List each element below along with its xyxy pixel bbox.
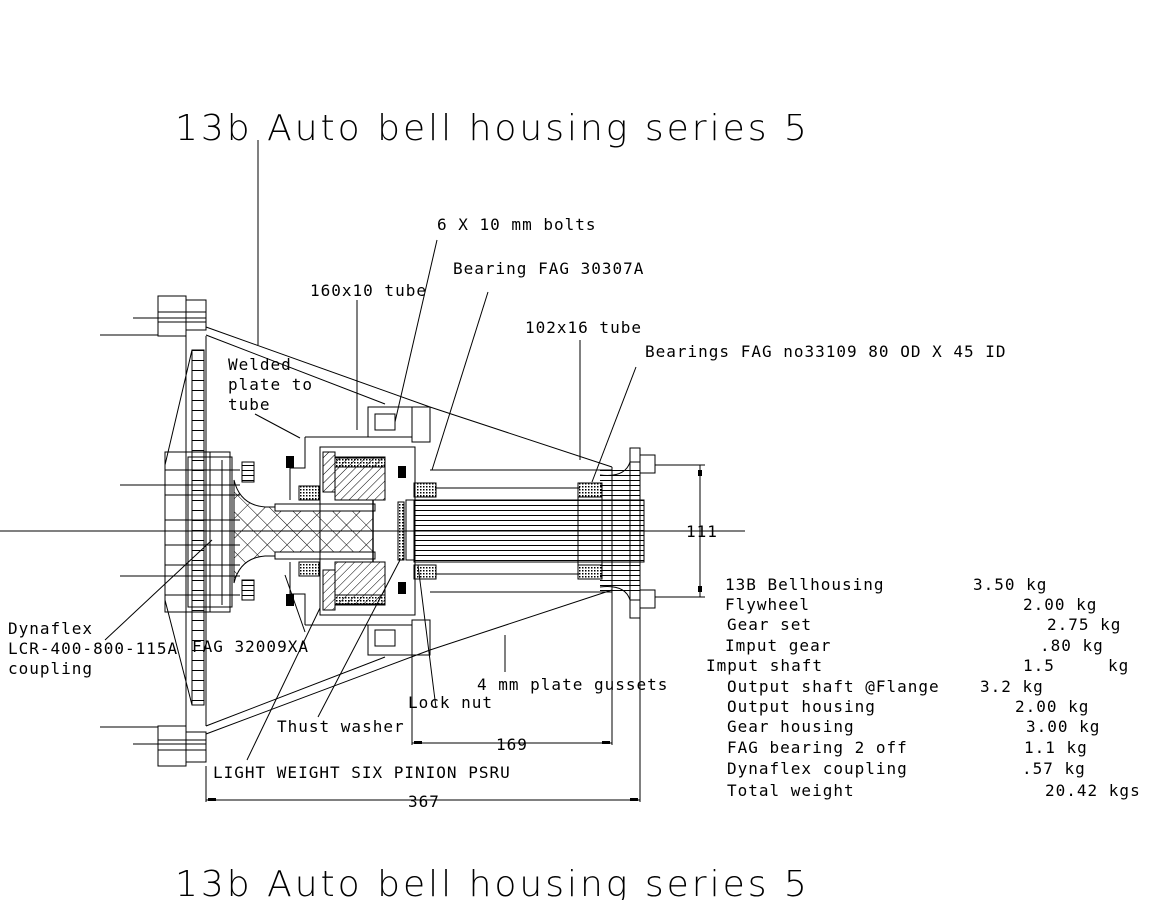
- weight-value: 2.00 kg: [1015, 697, 1089, 716]
- dimension-label-169: 169: [496, 735, 528, 754]
- dimension-111: 111: [686, 465, 718, 597]
- label-welded-line-1: Welded: [228, 355, 292, 374]
- weight-item: Flywheel: [725, 595, 810, 614]
- drawing-title-top: 13b Auto bell housing series 5: [175, 108, 810, 149]
- weight-value: 1.1 kg: [1024, 738, 1088, 757]
- output-shaft: [413, 461, 645, 601]
- label-dynaflex-line-3: coupling: [8, 659, 93, 678]
- conical-housing: [205, 326, 613, 735]
- gear-housing: [286, 406, 431, 656]
- weight-item: 13B Bellhousing: [725, 575, 885, 594]
- dynaflex-coupling: [120, 451, 255, 613]
- bearings-fag-33109: [577, 482, 603, 580]
- weight-item: Imput gear: [725, 636, 831, 655]
- label-dynaflex-line-2: LCR-400-800-115A: [8, 639, 178, 658]
- weight-value: 2.75 kg: [1047, 615, 1121, 634]
- label-bearings-33109: Bearings FAG no33109 80 OD X 45 ID: [645, 342, 1007, 361]
- output-flange: [629, 447, 705, 619]
- label-lock-nut: Lock nut: [408, 693, 493, 712]
- flywheel-ring-gear: [164, 349, 205, 706]
- weight-value: .80 kg: [1040, 636, 1104, 655]
- dimension-label-111: 111: [686, 522, 718, 541]
- label-tube-160: 160x10 tube: [310, 281, 427, 300]
- label-dynaflex-line-1: Dynaflex: [8, 619, 93, 638]
- label-bearing-30307a: Bearing FAG 30307A: [453, 259, 644, 278]
- label-welded-line-3: tube: [228, 395, 271, 414]
- dimension-367: 367: [205, 618, 641, 811]
- output-housing-tube: [430, 467, 613, 595]
- weight-value: 2.00 kg: [1023, 595, 1097, 614]
- label-thrust-washer: Thust washer: [277, 717, 405, 736]
- weight-item: Dynaflex coupling: [727, 759, 908, 778]
- bellhousing-flange: [100, 295, 207, 767]
- weight-unit: kg: [1108, 656, 1129, 675]
- weight-value: 3.2 kg: [980, 677, 1044, 696]
- dimension-169: 169: [411, 595, 613, 754]
- weight-item: Output shaft @Flange: [727, 677, 940, 696]
- weight-item-total: Total weight: [727, 781, 855, 800]
- weight-item: Output housing: [727, 697, 876, 716]
- weight-value-total: 20.42 kgs: [1045, 781, 1141, 800]
- weight-value: .57 kg: [1022, 759, 1086, 778]
- label-bolts: 6 X 10 mm bolts: [437, 215, 597, 234]
- weight-item: Gear set: [727, 615, 812, 634]
- weight-item: Gear housing: [727, 717, 855, 736]
- weights-table: 13B Bellhousing 3.50 kg Flywheel 2.00 kg…: [706, 575, 1141, 800]
- dimension-label-367: 367: [408, 792, 440, 811]
- drawing-title-bottom: 13b Auto bell housing series 5: [175, 864, 810, 900]
- label-psru: LIGHT WEIGHT SIX PINION PSRU: [213, 763, 511, 782]
- weight-value: 1.5: [1023, 656, 1055, 675]
- label-welded-line-2: plate to: [228, 375, 313, 394]
- weight-value: 3.00 kg: [1026, 717, 1100, 736]
- leader-lines: [104, 140, 637, 761]
- label-fag-32009xa: FAG 32009XA: [192, 637, 309, 656]
- label-tube-102: 102x16 tube: [525, 318, 642, 337]
- label-gussets: 4 mm plate gussets: [477, 675, 668, 694]
- weight-value: 3.50 kg: [973, 575, 1047, 594]
- weight-item: Imput shaft: [706, 656, 823, 675]
- weight-item: FAG bearing 2 off: [727, 738, 908, 757]
